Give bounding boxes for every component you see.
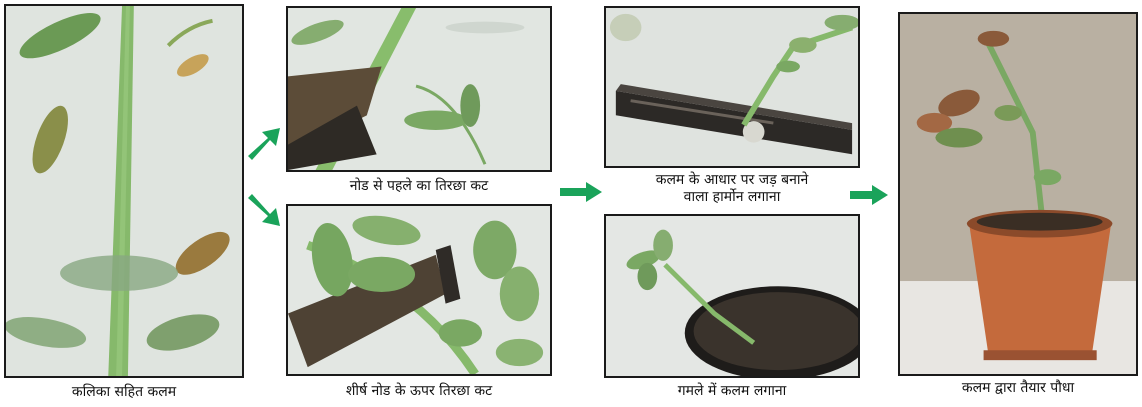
photo-cutting-with-bud [4, 4, 244, 378]
caption-ready-plant: कलम द्वारा तैयार पौधा [898, 380, 1138, 397]
photo-planting-in-pot [604, 214, 860, 378]
arrow-down-right-icon [246, 194, 284, 228]
photo-cut-below-node [286, 6, 552, 172]
caption-cutting: कलिका सहित कलम [4, 384, 244, 401]
caption-cut-below-node: नोड से पहले का तिरछा कट [286, 178, 552, 195]
caption-rooting-hormone-line2: वाला हार्मोन लगाना [604, 189, 860, 206]
arrow-right-icon [560, 182, 602, 202]
arrow-up-right-icon [246, 126, 284, 160]
arrow-right-icon [850, 185, 888, 205]
caption-planting-in-pot: गमले में कलम लगाना [604, 383, 860, 400]
photo-ready-plant [898, 12, 1138, 376]
caption-cut-above-node: शीर्ष नोड के ऊपर तिरछा कट [286, 383, 552, 400]
caption-rooting-hormone: कलम के आधार पर जड़ बनाने वाला हार्मोन लग… [604, 172, 860, 206]
photo-cut-above-node [286, 204, 552, 376]
photo-rooting-hormone [604, 6, 860, 168]
caption-rooting-hormone-line1: कलम के आधार पर जड़ बनाने [604, 172, 860, 189]
